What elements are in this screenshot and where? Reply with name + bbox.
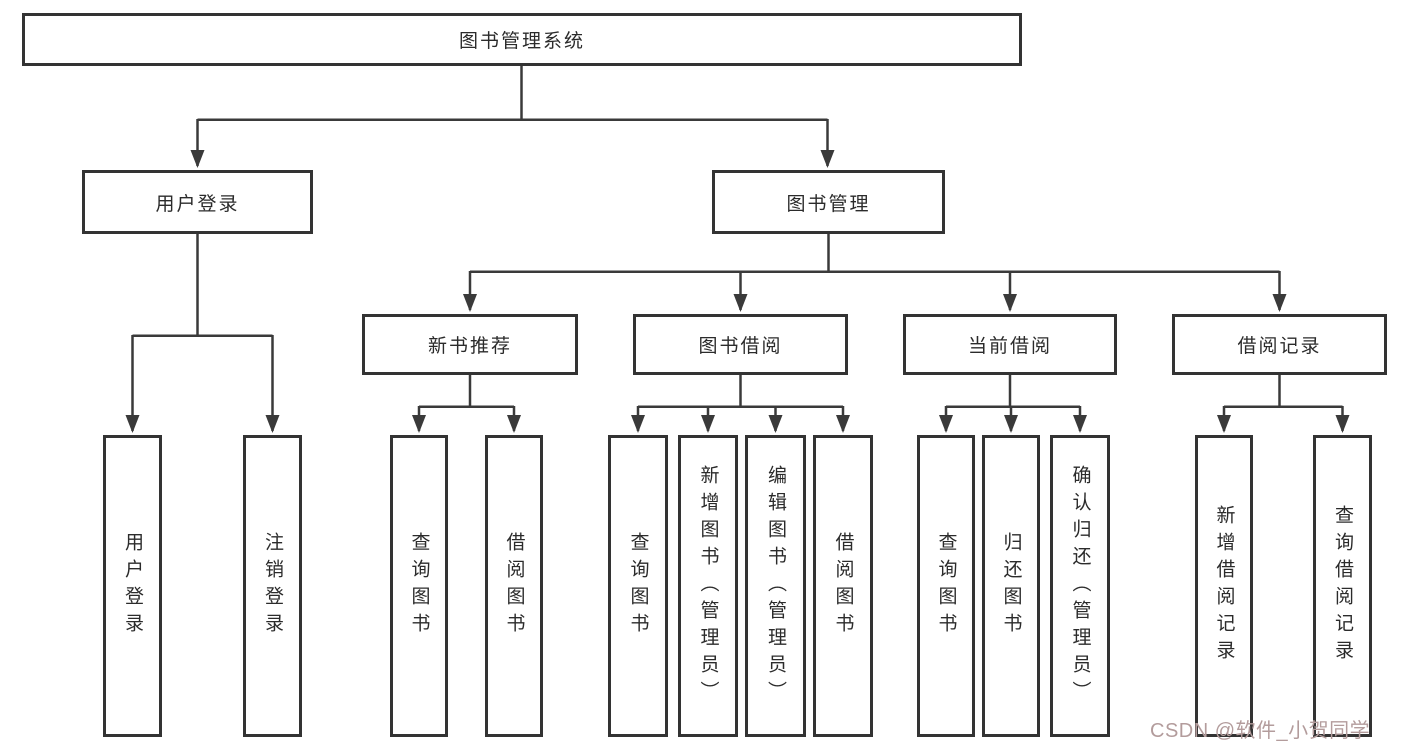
leaf-logout: 注销登录 (243, 435, 302, 737)
node-new-book-recommend: 新书推荐 (362, 314, 578, 375)
leaf-add-borrow-record: 新增借阅记录 (1195, 435, 1253, 737)
leaf-query-borrow-record: 查询借阅记录 (1313, 435, 1372, 737)
leaf-borrow-books: 借阅图书 (485, 435, 543, 737)
leaf-query-books: 查询图书 (608, 435, 668, 737)
csdn-watermark: CSDN @软件_小贺同学 (1150, 720, 1371, 742)
leaf-return-books: 归还图书 (982, 435, 1040, 737)
leaf-user-login: 用户登录 (103, 435, 162, 737)
node-current-borrowing: 当前借阅 (903, 314, 1117, 375)
node-user-login: 用户登录 (82, 170, 313, 234)
leaf-query-books: 查询图书 (917, 435, 975, 737)
leaf-add-books-admin: 新增图书（管理员） (678, 435, 738, 737)
leaf-confirm-return-admin: 确认归还（管理员） (1050, 435, 1110, 737)
leaf-borrow-books: 借阅图书 (813, 435, 873, 737)
node-library-management-system: 图书管理系统 (22, 13, 1022, 66)
leaf-edit-books-admin: 编辑图书（管理员） (745, 435, 806, 737)
node-borrowing-records: 借阅记录 (1172, 314, 1387, 375)
node-book-borrowing: 图书借阅 (633, 314, 848, 375)
node-book-management: 图书管理 (712, 170, 945, 234)
leaf-query-books: 查询图书 (390, 435, 448, 737)
